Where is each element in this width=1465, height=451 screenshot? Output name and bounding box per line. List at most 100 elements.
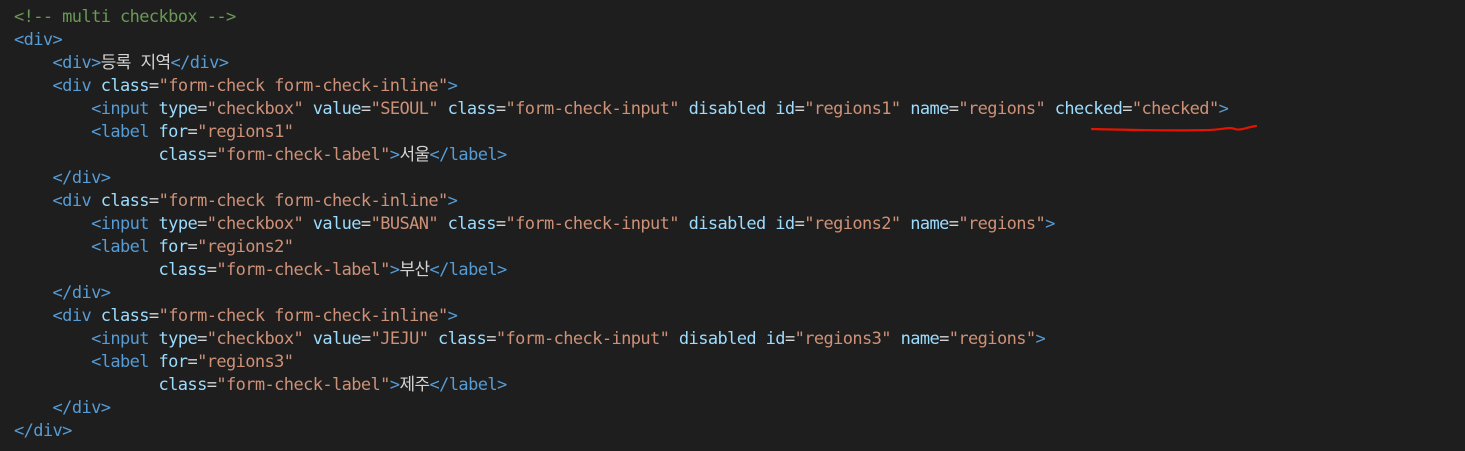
code-line: </div> (14, 420, 72, 443)
code-token: for (158, 237, 189, 257)
code-token (901, 99, 911, 119)
code-token: "regions3" (197, 352, 294, 372)
code-token: disabled (688, 214, 767, 234)
code-token: <div (52, 76, 92, 96)
code-token (149, 122, 159, 142)
code-token: "regions3" (794, 329, 892, 349)
code-token: = (486, 329, 496, 349)
code-token: = (206, 145, 217, 165)
code-token: type (158, 214, 198, 234)
code-token: = (948, 214, 959, 234)
code-line: <div class="form-check form-check-inline… (14, 75, 458, 98)
code-line: <!-- multi checkbox --> (14, 6, 236, 29)
code-token: = (360, 214, 371, 234)
code-token (14, 375, 159, 395)
code-token: = (360, 329, 371, 349)
code-token (91, 76, 101, 96)
code-token: type (158, 99, 198, 119)
code-token (14, 398, 53, 418)
code-token: </div> (52, 283, 111, 303)
code-line: <div>등록 지역</div> (14, 52, 229, 75)
code-token: value (312, 214, 362, 234)
code-token: <div (52, 191, 92, 211)
code-line: <label for="regions3" (14, 351, 294, 374)
code-token (1045, 99, 1055, 119)
code-line: class="form-check-label">부산</label> (14, 259, 508, 282)
code-token: "regions1" (804, 99, 901, 119)
code-token: "checkbox" (206, 99, 304, 119)
code-token (149, 329, 159, 349)
code-token: <label (91, 352, 149, 372)
code-token: = (794, 214, 805, 234)
code-token: class (100, 191, 150, 211)
code-token: </label> (429, 260, 508, 280)
code-token: name (910, 214, 949, 234)
code-token: "form-check-label" (216, 260, 390, 280)
code-token: > (447, 191, 458, 211)
code-token: = (148, 191, 159, 211)
code-line: <label for="regions2" (14, 236, 294, 259)
underline-stroke (1090, 125, 1258, 132)
code-token: class (158, 375, 208, 395)
code-token (149, 99, 159, 119)
code-token: </label> (429, 375, 508, 395)
code-line: <input type="checkbox" value="BUSAN" cla… (14, 213, 1055, 236)
code-token (14, 306, 53, 326)
code-token (14, 53, 53, 73)
code-token: "BUSAN" (370, 214, 439, 234)
code-token: > (447, 76, 458, 96)
code-token: > (1218, 99, 1229, 119)
code-token: > (1035, 329, 1046, 349)
code-token: for (158, 352, 189, 372)
code-token: = (187, 122, 198, 142)
code-token: name (910, 99, 949, 119)
code-token: = (148, 76, 159, 96)
code-token (438, 99, 448, 119)
code-token: "checkbox" (206, 329, 304, 349)
code-token: <div> (14, 30, 63, 50)
code-token: "regions2" (804, 214, 901, 234)
code-token: > (447, 306, 458, 326)
code-token: "regions" (958, 214, 1046, 234)
code-token: 부산 (399, 260, 430, 280)
code-token: disabled (678, 329, 757, 349)
code-token: "checked" (1131, 99, 1219, 119)
code-token: "regions" (948, 329, 1036, 349)
code-token: name (900, 329, 940, 349)
code-token: = (794, 99, 805, 119)
code-token (14, 122, 91, 142)
code-token: = (148, 306, 159, 326)
code-token: </div> (170, 53, 229, 73)
code-token (438, 214, 448, 234)
code-token: <!-- multi checkbox --> (14, 7, 236, 27)
red-underline-annotation (1090, 125, 1258, 132)
code-token: "regions" (958, 99, 1046, 119)
code-token (766, 99, 776, 119)
code-token: "form-check-input" (505, 214, 679, 234)
code-token: </label> (429, 145, 508, 165)
code-token: "checkbox" (206, 214, 304, 234)
code-line: <label for="regions1" (14, 121, 294, 144)
code-token: class (438, 329, 487, 349)
code-token (149, 352, 159, 372)
code-token: 제주 (399, 375, 430, 395)
code-token: = (197, 99, 207, 119)
code-token (303, 329, 313, 349)
code-line: </div> (14, 167, 111, 190)
code-token: disabled (688, 99, 767, 119)
code-line: <input type="checkbox" value="SEOUL" cla… (14, 98, 1229, 121)
code-line: class="form-check-label">서울</label> (14, 144, 508, 167)
code-token: "form-check-label" (216, 145, 390, 165)
code-token: = (360, 99, 371, 119)
code-token: "form-check-input" (505, 99, 679, 119)
code-token (303, 214, 313, 234)
code-token: > (1045, 214, 1055, 234)
code-token (303, 99, 313, 119)
code-token: = (948, 99, 959, 119)
code-token: = (197, 329, 207, 349)
code-token: 서울 (399, 145, 430, 165)
code-token: <input (91, 214, 149, 234)
code-line: class="form-check-label">제주</label> (14, 374, 508, 397)
code-line: </div> (14, 397, 111, 420)
